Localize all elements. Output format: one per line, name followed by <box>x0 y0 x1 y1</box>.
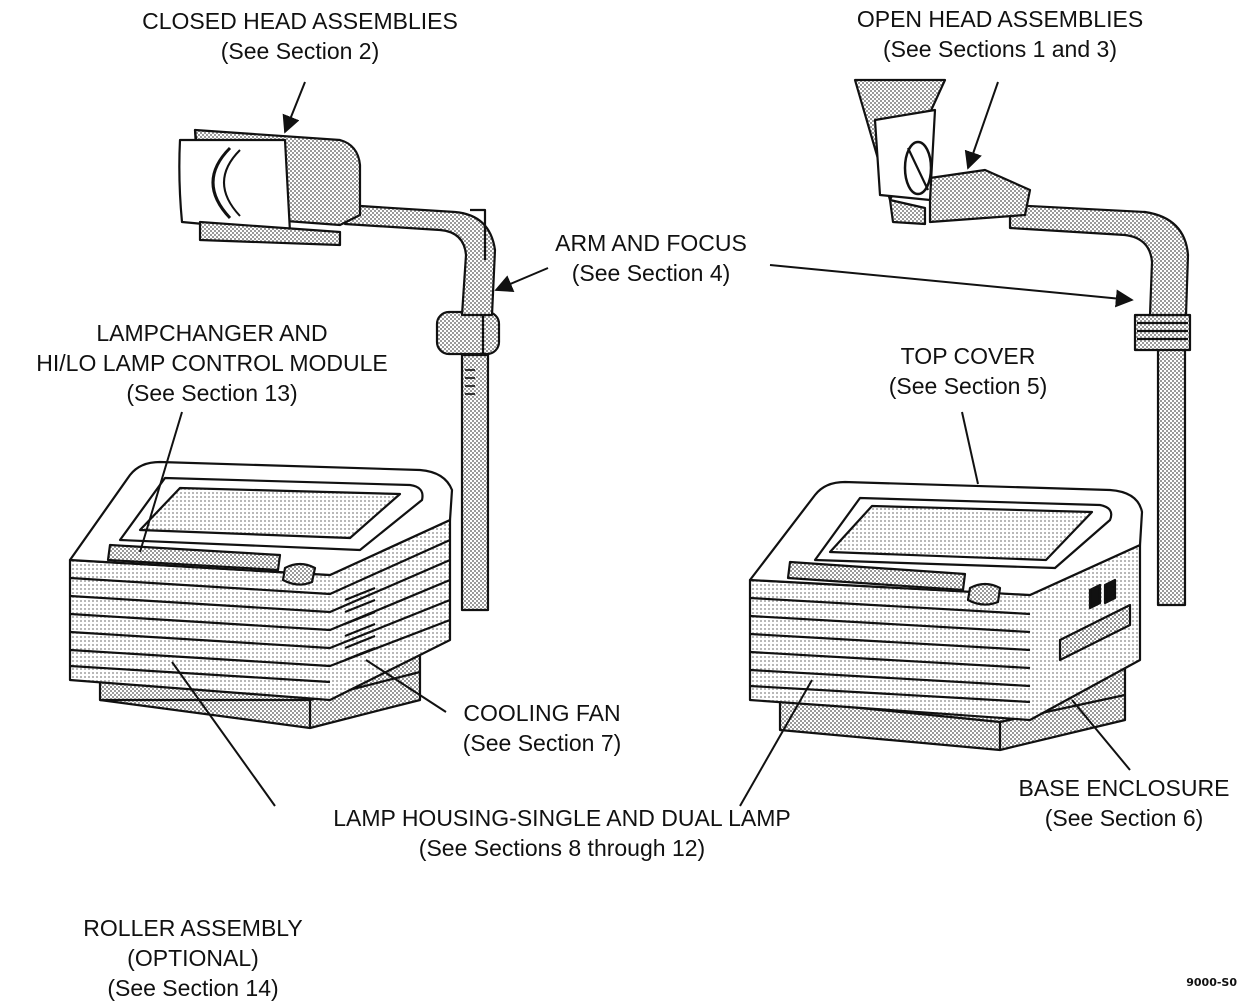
label-lampchanger-ref: (See Section 13) <box>126 380 298 406</box>
label-open-head-ref: (See Sections 1 and 3) <box>883 36 1117 62</box>
label-arm-focus: ARM AND FOCUS (See Section 4) <box>555 228 747 288</box>
label-arm-focus-title: ARM AND FOCUS <box>555 230 747 256</box>
right-control-strip <box>786 560 967 592</box>
leader-base-enclosure <box>1071 699 1131 771</box>
label-top-cover: TOP COVER (See Section 5) <box>889 341 1048 401</box>
leader-closed-head <box>282 81 306 134</box>
label-lamp-housing-ref: (See Sections 8 through 12) <box>418 835 706 861</box>
label-roller-optional: (OPTIONAL) <box>127 945 259 971</box>
leader-arm-focus-right <box>769 264 1134 308</box>
label-open-head-title: OPEN HEAD ASSEMBLIES <box>856 6 1144 32</box>
leader-lines <box>139 81 1134 807</box>
leader-lamp-housing-right <box>739 679 813 807</box>
leader-lamp-housing-left <box>171 661 276 807</box>
right-focus-collar <box>1133 313 1192 352</box>
label-base-enclosure: BASE ENCLOSURE (See Section 6) <box>1019 773 1230 833</box>
leader-top-cover <box>961 411 979 485</box>
left-projector <box>68 128 501 730</box>
left-cooling-fan-vents <box>344 586 376 662</box>
label-cooling-fan: COOLING FAN (See Section 7) <box>463 698 622 758</box>
left-arm <box>343 203 497 317</box>
label-closed-head-ref: (See Section 2) <box>220 38 380 64</box>
label-closed-head-title: CLOSED HEAD ASSEMBLIES <box>142 8 458 34</box>
label-top-cover-title: TOP COVER <box>900 343 1036 369</box>
right-open-head-body <box>928 168 1032 224</box>
label-top-cover-ref: (See Section 5) <box>888 373 1048 399</box>
label-lampchanger-subtitle: HI/LO LAMP CONTROL MODULE <box>36 350 388 376</box>
label-open-head: OPEN HEAD ASSEMBLIES (See Sections 1 and… <box>857 4 1143 64</box>
label-lamp-housing-title: LAMP HOUSING-SINGLE AND DUAL LAMP <box>333 805 791 831</box>
right-post <box>1156 343 1187 607</box>
right-projector <box>748 78 1192 752</box>
label-closed-head: CLOSED HEAD ASSEMBLIES (See Section 2) <box>142 6 458 66</box>
right-arm <box>1008 203 1190 317</box>
figure-id: 9000-S0 <box>1186 976 1237 989</box>
label-cooling-fan-title: COOLING FAN <box>463 700 621 726</box>
label-base-enclosure-title: BASE ENCLOSURE <box>1018 775 1230 801</box>
label-lampchanger: LAMPCHANGER AND HI/LO LAMP CONTROL MODUL… <box>36 318 387 408</box>
leader-open-head <box>964 81 999 170</box>
label-roller-title: ROLLER ASSEMBLY <box>83 915 303 941</box>
label-lamp-housing: LAMP HOUSING-SINGLE AND DUAL LAMP (See S… <box>333 803 791 863</box>
label-cooling-fan-ref: (See Section 7) <box>462 730 622 756</box>
leader-cooling-fan <box>365 659 447 713</box>
label-base-enclosure-ref: (See Section 6) <box>1044 805 1204 831</box>
label-lampchanger-title: LAMPCHANGER AND <box>96 320 328 346</box>
left-focus-knob <box>435 310 501 356</box>
leader-arm-focus-left <box>494 267 549 292</box>
left-control-strip <box>106 543 282 572</box>
label-roller-assembly: ROLLER ASSEMBLY (OPTIONAL) (See Section … <box>83 913 302 1003</box>
label-roller-ref: (See Section 14) <box>107 975 279 1001</box>
label-arm-focus-ref: (See Section 4) <box>571 260 731 286</box>
leader-lampchanger <box>139 411 183 553</box>
